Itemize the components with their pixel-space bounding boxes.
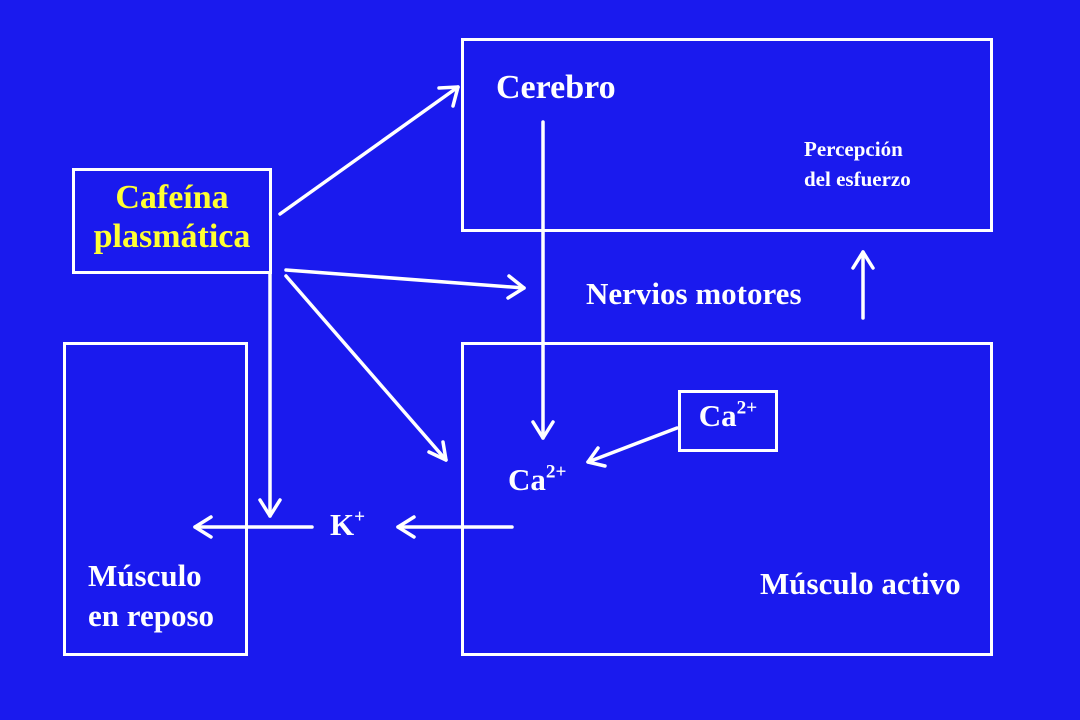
brain-box xyxy=(461,38,993,232)
motor-nerves-label: Nervios motores xyxy=(586,276,802,311)
potassium-symbol: K xyxy=(330,507,355,542)
arrow-caffeine-to-resting-head xyxy=(258,498,282,518)
calcium-label: Ca2+ xyxy=(508,462,566,498)
perception-label-line2: del esfuerzo xyxy=(804,167,911,192)
calcium-store-box xyxy=(678,390,778,452)
arrow-caffeine-to-nerves-head xyxy=(506,274,526,300)
potassium-charge: + xyxy=(354,506,366,528)
caffeine-label: Cafeína plasmática xyxy=(72,178,272,256)
arrow-caffeine-to-active-muscle xyxy=(284,274,448,462)
arrow-calcium-store-to-calcium-head xyxy=(586,446,607,468)
caffeine-label-line2: plasmática xyxy=(93,218,251,256)
caffeine-label-line1: Cafeína xyxy=(115,179,229,216)
potassium-label: K+ xyxy=(330,507,365,543)
arrow-brain-to-calcium-head xyxy=(531,420,555,440)
arrow-caffeine-to-brain-head xyxy=(437,85,460,108)
resting-muscle-line2: en reposo xyxy=(88,598,215,634)
active-muscle-label: Músculo activo xyxy=(760,566,961,601)
arrow-caffeine-to-active-muscle-head xyxy=(427,440,448,462)
resting-muscle-line1: Músculo xyxy=(88,558,202,593)
brain-label: Cerebro xyxy=(496,69,616,106)
arrow-caffeine-to-brain xyxy=(278,85,460,216)
arrow-active-to-potassium-head xyxy=(396,515,416,539)
arrow-calcium-store-to-calcium xyxy=(586,426,679,464)
calcium-store-charge: 2+ xyxy=(736,397,758,419)
resting-muscle-box xyxy=(63,342,248,656)
perception-label-line1: Percepción xyxy=(804,137,903,161)
calcium-store-label: Ca2+ xyxy=(678,398,778,434)
arrow-up-to-perception-head xyxy=(851,250,875,270)
resting-muscle-label: Músculo en reposo xyxy=(88,556,214,637)
perception-label: Percepción del esfuerzo xyxy=(804,134,911,195)
arrow-potassium-to-resting-head xyxy=(193,515,213,539)
calcium-symbol: Ca xyxy=(508,462,546,497)
caffeine-box xyxy=(72,168,272,274)
calcium-charge: 2+ xyxy=(545,461,567,483)
active-muscle-box xyxy=(461,342,993,656)
calcium-store-symbol: Ca xyxy=(698,398,737,433)
arrow-caffeine-to-nerves xyxy=(284,268,526,290)
